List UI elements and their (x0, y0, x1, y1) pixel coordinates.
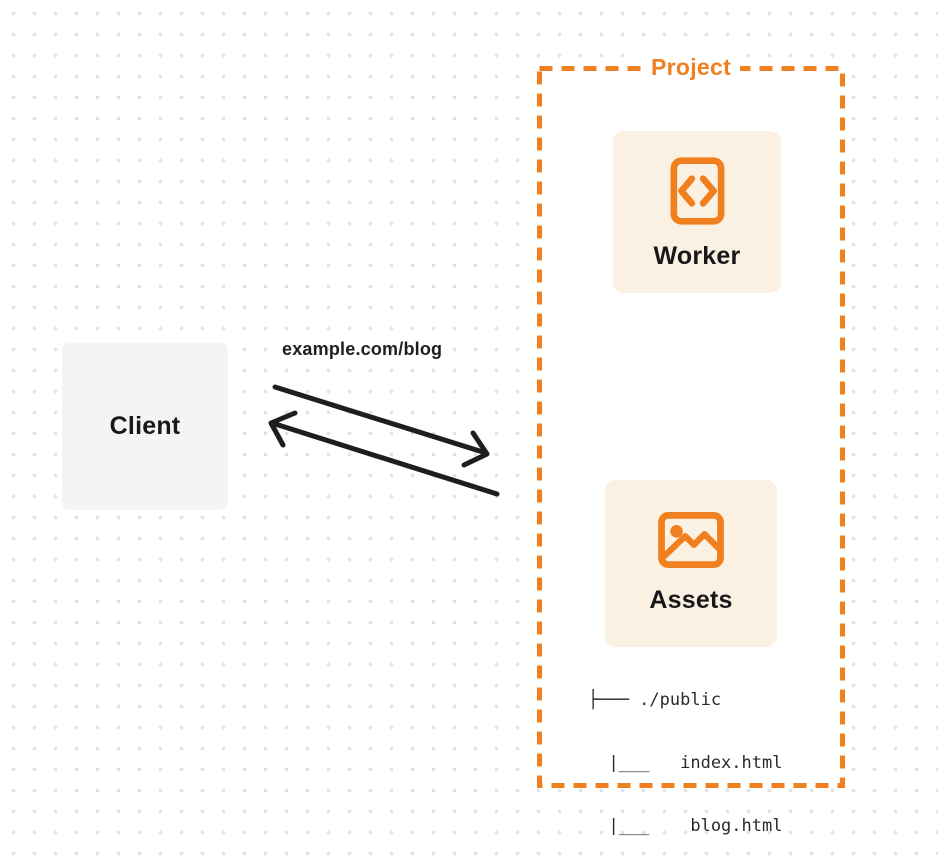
request-url-label: example.com/blog (282, 339, 443, 359)
client-box: Client (62, 343, 228, 510)
file-tree-line: |___ index.html (588, 753, 783, 773)
assets-card: Assets (605, 480, 777, 647)
assets-label: Assets (649, 586, 733, 614)
file-tree-line: |___ blog.html (588, 816, 783, 836)
response-arrow (268, 410, 500, 497)
project-dashed-border (537, 66, 845, 788)
worker-label: Worker (653, 242, 741, 270)
file-tree: ├─── ./public |___ index.html |___ blog.… (588, 648, 782, 860)
project-container: Project Worker Assets ├─── ./public |___… (537, 54, 845, 836)
client-label: Client (109, 412, 181, 440)
project-label: Project (641, 54, 741, 81)
code-file-icon (670, 157, 724, 225)
worker-card: Worker (613, 131, 781, 293)
image-icon (658, 511, 724, 569)
request-arrow (272, 384, 490, 468)
file-tree-line: ├─── ./public (588, 690, 722, 710)
